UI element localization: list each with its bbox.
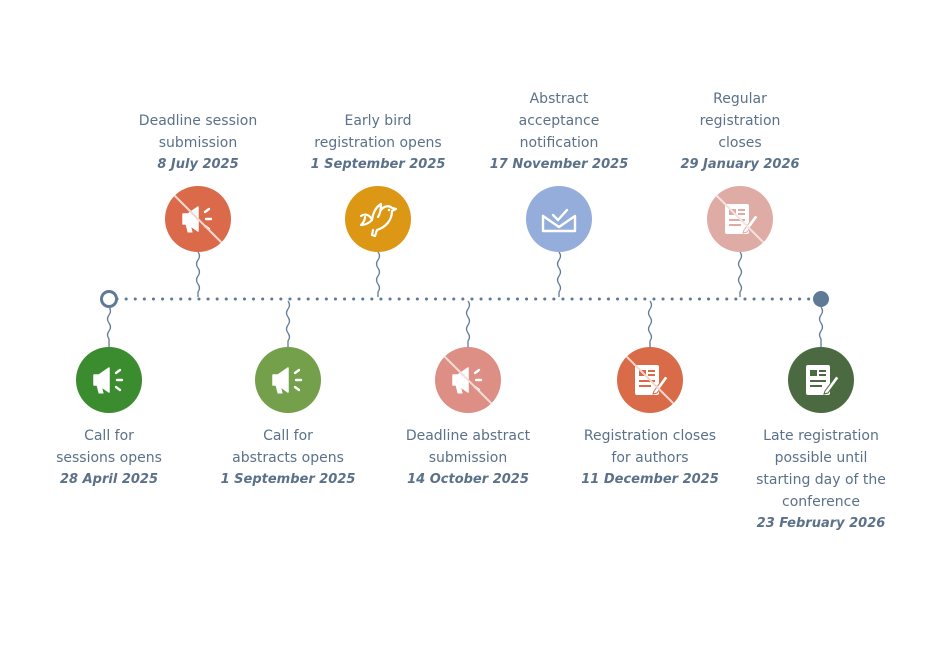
event-date: 14 October 2025 (407, 472, 529, 487)
event-circle-late-registration (788, 347, 854, 413)
connector-line (375, 251, 381, 297)
connector-line (465, 300, 471, 347)
event-date: 28 April 2025 (59, 472, 158, 487)
event-title: Registration closes for authors (583, 428, 717, 466)
connector-line (106, 306, 112, 347)
event-title: Deadline session submission (138, 113, 258, 151)
form-pen-icon (620, 350, 680, 410)
event-title: Deadline abstract submission (405, 428, 531, 466)
event-date: 1 September 2025 (220, 472, 356, 487)
connector-line (556, 251, 562, 297)
connector-line (818, 306, 824, 347)
megaphone-icon (93, 367, 124, 394)
megaphone-icon (168, 189, 228, 249)
strike-line (620, 350, 680, 410)
event-early-bird: Early bird registration opens 1 Septembe… (298, 110, 458, 176)
event-circle-early-bird (345, 186, 411, 252)
form-pen-icon (710, 189, 770, 249)
timeline-start-marker (100, 290, 118, 308)
event-deadline-session: Deadline session submission 8 July 2025 (118, 110, 278, 176)
event-date: 11 December 2025 (581, 472, 719, 487)
megaphone-icon (272, 367, 303, 394)
event-date: 29 January 2026 (680, 157, 800, 172)
event-late-registration: Late registration possible until startin… (741, 425, 901, 535)
event-title: Abstract acceptance notification (518, 91, 600, 151)
event-title: Late registration possible until startin… (756, 428, 886, 510)
event-title: Call for abstracts opens (232, 428, 344, 466)
event-date: 8 July 2025 (157, 157, 239, 172)
event-date: 1 September 2025 (310, 157, 446, 172)
event-circle-call-sessions (76, 347, 142, 413)
event-call-abstracts: Call for abstracts opens 1 September 202… (208, 425, 368, 491)
event-title: Call for sessions opens (56, 428, 162, 466)
event-deadline-abstract: Deadline abstract submission 14 October … (388, 425, 548, 491)
strike-line (710, 189, 770, 249)
megaphone-icon (438, 350, 498, 410)
checkmark-inbox-icon (541, 208, 577, 233)
event-title: Early bird registration opens (314, 113, 442, 151)
strike-line (168, 189, 228, 249)
connector-line (647, 300, 653, 347)
strike-line (438, 350, 498, 410)
event-circle-regular-closes (707, 186, 773, 252)
event-title: Regular registration closes (699, 91, 781, 151)
connector-line (737, 251, 743, 297)
event-circle-deadline-abstract (435, 347, 501, 413)
connector-line (195, 251, 201, 297)
connector-line (285, 300, 291, 347)
event-registration-authors: Registration closes for authors 11 Decem… (570, 425, 730, 491)
event-date: 17 November 2025 (489, 157, 629, 172)
event-abstract-acceptance: Abstract acceptance notification 17 Nove… (479, 88, 639, 176)
event-date: 23 February 2026 (756, 516, 886, 531)
event-call-sessions: Call for sessions opens 28 April 2025 (29, 425, 189, 491)
form-pen-icon (806, 365, 840, 395)
timeline-end-marker (813, 291, 829, 307)
event-regular-closes: Regular registration closes 29 January 2… (660, 88, 820, 176)
event-circle-abstract-acceptance (526, 186, 592, 252)
event-circle-registration-authors (617, 347, 683, 413)
bird-icon (359, 202, 398, 238)
event-circle-deadline-session (165, 186, 231, 252)
event-circle-call-abstracts (255, 347, 321, 413)
